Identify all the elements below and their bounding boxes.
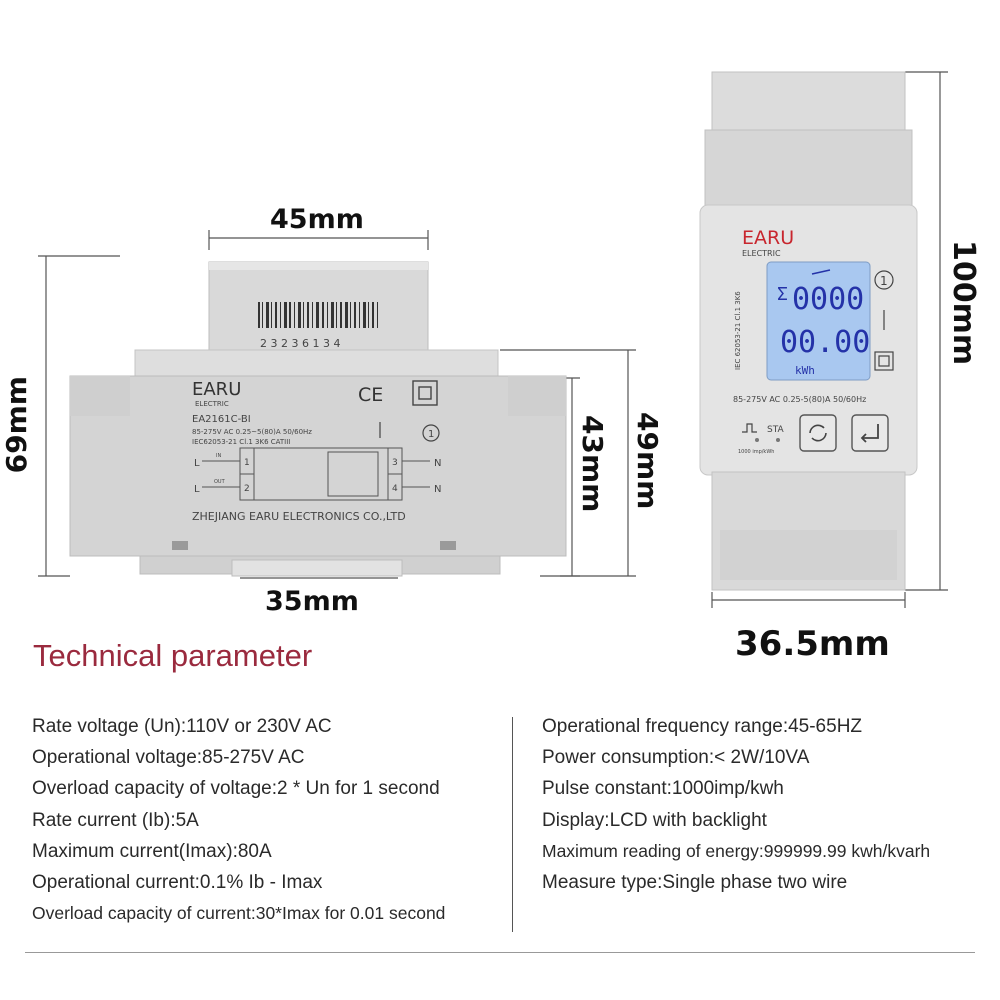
terminal-3: 3 (392, 458, 398, 468)
lcd-top-reading: 0000 (792, 282, 864, 317)
terminal-N-out: N (434, 484, 441, 495)
section-title: Technical parameter (33, 638, 313, 673)
side-brand-sub: ELECTRIC (742, 249, 781, 258)
pulse-led (755, 438, 759, 442)
front-spec-line2: IEC62053-21 Cl.1 3K6 CATIII (192, 438, 290, 446)
width-dimension-line (208, 230, 429, 250)
pulse-note: 1000 imp/kWh (738, 449, 774, 455)
pulse-icon (742, 423, 757, 433)
svg-text:1: 1 (880, 274, 888, 288)
rail-35mm-label: 35mm (265, 586, 359, 617)
side-brand-logo: EARU (742, 227, 794, 249)
height-69mm-label: 69mm (0, 376, 33, 474)
terminal-block (202, 447, 430, 501)
front-brand-logo: EARU (192, 379, 241, 400)
terminal-1: 1 (244, 458, 250, 468)
ce-mark: CE (358, 384, 383, 406)
barcode (258, 302, 378, 328)
param-operational-current: Operational current:0.1% Ib - Imax (32, 871, 323, 893)
param-power-consumption: Power consumption:< 2W/10VA (542, 747, 810, 769)
front-meter-housing (69, 261, 567, 577)
height-49mm-label: 49mm (631, 412, 664, 510)
sta-led (776, 438, 780, 442)
svg-text:1: 1 (428, 429, 434, 440)
cycle-button[interactable] (799, 414, 837, 452)
param-rate-voltage: Rate voltage (Un):110V or 230V AC (32, 716, 332, 737)
barcode-number: 2 3 2 3 6 1 3 4 (260, 337, 340, 350)
param-frequency-range: Operational frequency range:45-65HZ (542, 716, 863, 737)
double-insulation-icon (412, 380, 438, 406)
sta-label: STA (767, 425, 785, 435)
height-100mm-label: 100mm (946, 240, 981, 366)
side-class-mark-icon: 1 (874, 270, 894, 290)
params-right-list: Operational frequency range:45-65HZ Powe… (542, 711, 930, 898)
param-overload-voltage: Overload capacity of voltage:2 * Un for … (32, 778, 440, 800)
param-maximum-current: Maximum current(Imax):80A (32, 840, 272, 862)
height-43mm-label: 43mm (576, 415, 609, 513)
param-operational-voltage: Operational voltage:85-275V AC (32, 747, 305, 769)
terminal-L-out: L (194, 484, 200, 495)
side-iec-text: IEC 62053-21 Cl.1 3K6 (734, 291, 742, 370)
width-45mm-label: 45mm (270, 204, 364, 235)
terminal-4: 4 (392, 484, 398, 494)
lcd-unit: kWh (795, 364, 815, 377)
width-36-5mm-label: 36.5mm (735, 624, 890, 664)
side-spec: 85-275V AC 0.25-5(80)A 50/60Hz (733, 395, 866, 404)
in-label: IN (216, 453, 221, 459)
enter-button[interactable] (851, 414, 889, 452)
param-rate-current: Rate current (Ib):5A (32, 809, 199, 831)
front-model: EA2161C-BI (192, 414, 251, 425)
params-left-list: Rate voltage (Un):110V or 230V AC Operat… (32, 711, 445, 929)
param-display: Display:LCD with backlight (542, 809, 767, 831)
column-divider (512, 717, 513, 932)
terminal-N-in: N (434, 458, 441, 469)
height-dimension-line (38, 255, 120, 577)
body-height-dimension-line (500, 349, 636, 577)
lcd-bottom-reading: 00.00 (780, 325, 870, 360)
param-measure-type: Measure type:Single phase two wire (542, 871, 848, 893)
param-maximum-reading: Maximum reading of energy:999999.99 kwh/… (542, 840, 931, 861)
lcd-display (766, 261, 871, 381)
side-dimension-lines (711, 71, 948, 608)
terminal-2: 2 (244, 484, 250, 494)
front-brand-sub: ELECTRIC (195, 400, 229, 408)
side-double-insulation-icon (874, 351, 894, 371)
class-mark-icon: 1 (422, 424, 440, 442)
bottom-separator (25, 952, 975, 953)
front-spec-line1: 85-275V AC 0.25~5(80)A 50/60Hz (192, 428, 312, 436)
manufacturer-name: ZHEJIANG EARU ELECTRONICS CO.,LTD (192, 510, 406, 523)
front-meter-diagram: 2 3 2 3 6 1 3 4 EARU ELECTRIC CE EA2161C… (38, 71, 948, 608)
lcd-sigma: Σ (777, 284, 788, 305)
param-pulse-constant: Pulse constant:1000imp/kwh (542, 778, 784, 800)
out-label: OUT (214, 479, 226, 485)
param-overload-current: Overload capacity of current:30*Imax for… (32, 903, 446, 924)
terminal-L-in: L (194, 458, 200, 469)
